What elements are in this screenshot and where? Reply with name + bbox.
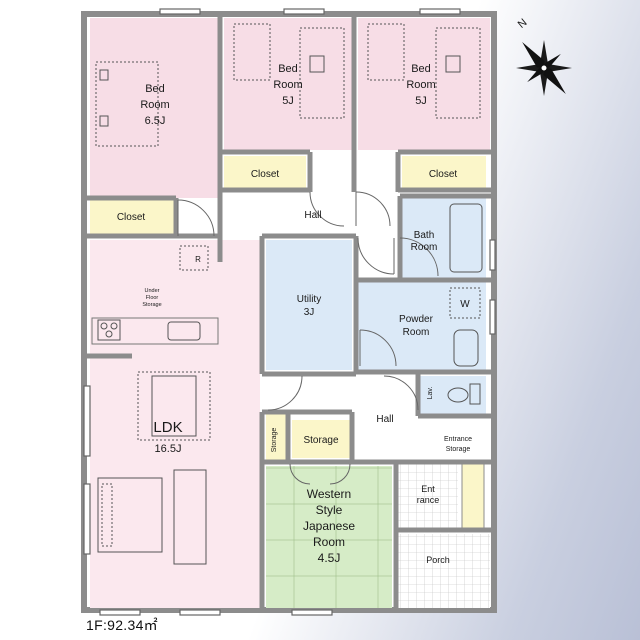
bed1-label-3: 6.5J [145, 115, 166, 127]
porch-tiles [398, 534, 490, 608]
hall-top-label: Hall [304, 210, 321, 221]
japanese-label-3: Japanese [303, 519, 355, 533]
compass [516, 40, 572, 96]
japanese-label-1: Western [307, 487, 351, 501]
closet1-label: Closet [117, 212, 146, 223]
japanese-label-2: Style [316, 503, 343, 517]
windows [83, 8, 496, 616]
hall-bottom-label: Hall [376, 414, 393, 425]
japanese-label-4: Room [313, 535, 345, 549]
powder-room [358, 282, 486, 370]
entrance-storage-label-1: Entrance [444, 436, 472, 443]
refrigerator-label: R [195, 255, 201, 264]
floor-area-label: 1F:92.34㎡ [86, 617, 158, 633]
closet3-label: Closet [429, 169, 458, 180]
closet-3 [402, 156, 486, 188]
bed3-label-1: Bed [411, 63, 431, 75]
furniture [91, 23, 483, 565]
bed1-label-2: Room [140, 99, 169, 111]
closet2-label: Closet [251, 169, 280, 180]
storage-vertical-label: Storage [271, 428, 278, 453]
bath-label-1: Bath [414, 230, 435, 241]
porch-label: Porch [426, 555, 450, 565]
under-floor-label-2: Floor [146, 295, 159, 301]
storage-vertical [266, 414, 286, 462]
washer-label: W [460, 299, 470, 310]
bed-room-2 [224, 18, 352, 150]
lav-room [420, 376, 486, 414]
ldk [90, 240, 260, 608]
utility-label-1: Utility [297, 294, 321, 305]
bed3-label-2: Room [406, 79, 435, 91]
japanese-room-tatami [266, 466, 392, 608]
storage-label: Storage [303, 435, 338, 446]
closet-2 [224, 156, 306, 188]
ldk-label-1: LDK [153, 419, 182, 436]
doors [177, 191, 439, 485]
powder-label-2: Room [403, 327, 430, 338]
under-floor-label-3: Storage [142, 302, 161, 308]
entrance-label-1: Ent [421, 484, 435, 494]
bed2-label-3: 5J [282, 95, 294, 107]
bed2-label-1: Bed [278, 63, 298, 75]
entrance-storage-label-2: Storage [446, 446, 471, 453]
interior-walls [84, 14, 494, 610]
utility-label-2: 3J [304, 307, 315, 318]
entrance-label-2: rance [417, 495, 440, 505]
compass-north-label: N [516, 17, 530, 31]
bed3-label-3: 5J [415, 95, 427, 107]
ldk-label-2: 16.5J [155, 443, 182, 455]
bed-room-1 [90, 18, 218, 198]
utility [266, 240, 352, 370]
bed2-label-2: Room [273, 79, 302, 91]
room-labels: Bed Room 6.5J Bed Room 5J Bed Room 5J Cl… [117, 63, 472, 565]
under-floor-label-1: Under [145, 288, 160, 294]
bath-room [402, 198, 486, 278]
bath-label-2: Room [411, 242, 438, 253]
entrance-tiles [398, 462, 458, 528]
storage [292, 420, 350, 458]
lav-label: Lav. [427, 387, 434, 400]
japanese-label-5: 4.5J [318, 551, 341, 565]
powder-label-1: Powder [399, 314, 434, 325]
bed1-label-1: Bed [145, 83, 165, 95]
bed-room-3 [358, 18, 490, 150]
entrance-storage-shelf [461, 461, 485, 529]
closet-1 [90, 200, 174, 234]
